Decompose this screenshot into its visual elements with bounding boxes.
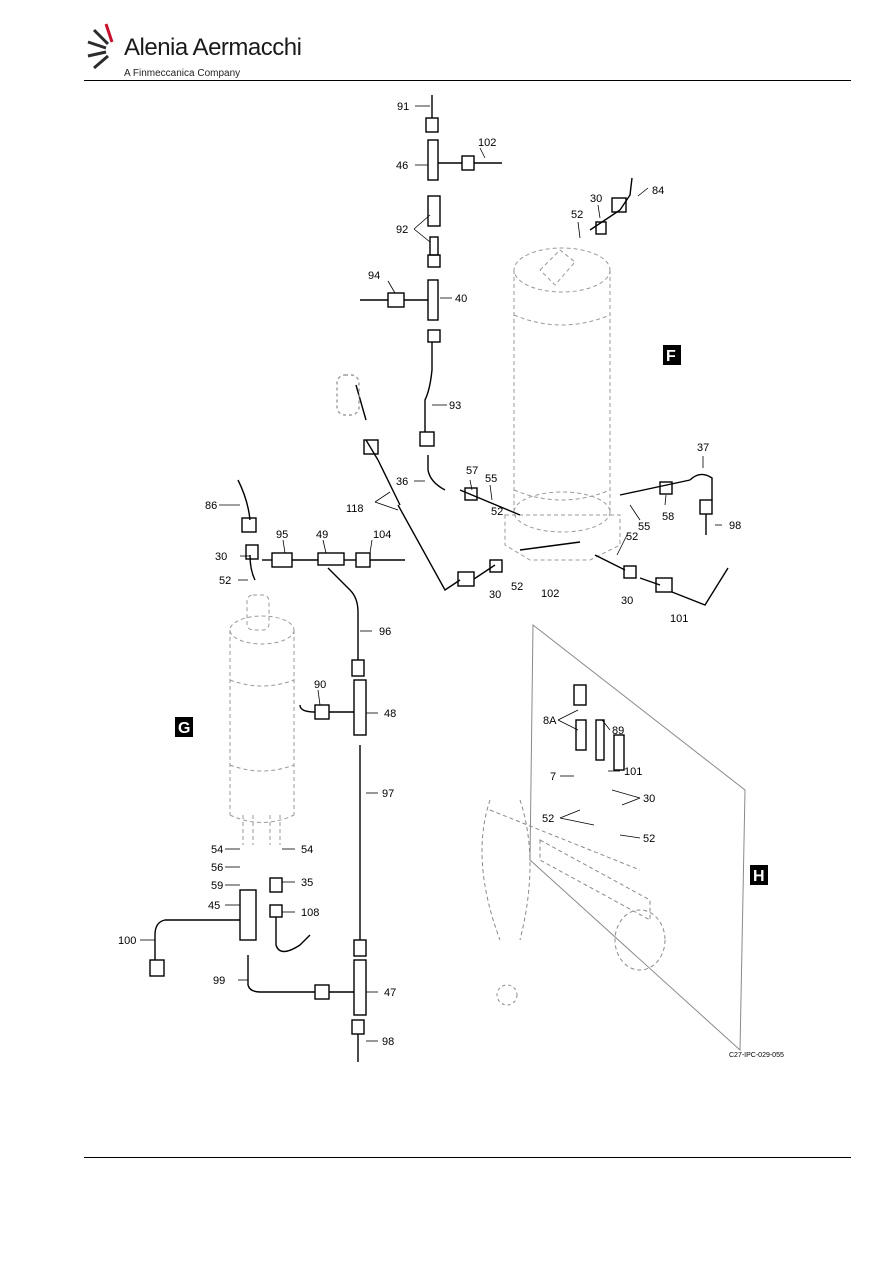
callout-55: 55 <box>485 473 497 485</box>
callout-40: 40 <box>455 293 467 305</box>
leader-lines <box>140 105 722 1042</box>
callout-52: 52 <box>511 581 523 593</box>
tubing-lines <box>149 95 729 1062</box>
callout-104: 104 <box>373 529 391 541</box>
figure-code: C27-IPC-029-055 <box>729 1052 784 1059</box>
footer-rule <box>84 1157 851 1158</box>
callout-93: 93 <box>449 400 461 412</box>
callout-30: 30 <box>643 793 655 805</box>
callout-101: 101 <box>670 613 688 625</box>
callout-52: 52 <box>643 833 655 845</box>
view-labels: F G H <box>175 345 768 885</box>
callout-58: 58 <box>662 511 674 523</box>
callout-97: 97 <box>382 788 394 800</box>
callout-35: 35 <box>301 877 313 889</box>
view-g-badge <box>175 717 193 737</box>
callout-30: 30 <box>590 193 602 205</box>
company-name: Alenia Aermacchi <box>124 34 302 61</box>
callout-96: 96 <box>379 626 391 638</box>
view-f-letter: F <box>666 348 676 365</box>
view-f-tank <box>504 247 621 561</box>
company-logo-icon <box>87 23 114 70</box>
callout-57: 57 <box>466 465 478 477</box>
callout-90: 90 <box>314 679 326 691</box>
view-g-tank <box>229 594 295 845</box>
callout-56: 56 <box>211 862 223 874</box>
callout-118: 118 <box>346 503 364 515</box>
callout-36: 36 <box>396 476 408 488</box>
company-tagline: A Finmeccanica Company <box>124 68 241 79</box>
callout-101: 101 <box>624 766 642 778</box>
view-f-badge <box>663 345 681 365</box>
callout-30: 30 <box>215 551 227 563</box>
callout-102: 102 <box>478 137 496 149</box>
callout-labels: 91 102 46 92 94 40 93 36 118 57 55 52 84… <box>118 101 741 1048</box>
page-header: Alenia Aermacchi A Finmeccanica Company <box>84 18 854 82</box>
callout-45: 45 <box>208 900 220 912</box>
callout-52: 52 <box>542 813 554 825</box>
callout-48: 48 <box>384 708 396 720</box>
view-h-badge <box>750 865 768 885</box>
callout-47: 47 <box>384 987 396 999</box>
view-g-letter: G <box>178 720 190 737</box>
callout-84: 84 <box>652 185 664 197</box>
callout-54: 54 <box>301 844 313 856</box>
callout-7: 7 <box>550 771 556 783</box>
callout-37: 37 <box>697 442 709 454</box>
callout-99: 99 <box>213 975 225 987</box>
callout-52: 52 <box>571 209 583 221</box>
callout-59: 59 <box>211 880 223 892</box>
callout-46: 46 <box>396 160 408 172</box>
callout-108: 108 <box>301 907 319 919</box>
callout-30: 30 <box>621 595 633 607</box>
callout-52: 52 <box>491 506 503 518</box>
callout-49: 49 <box>316 529 328 541</box>
callout-55: 55 <box>638 521 650 533</box>
callout-52: 52 <box>219 575 231 587</box>
callout-8a: 8A <box>543 715 557 727</box>
callout-54: 54 <box>211 844 223 856</box>
view-h-letter: H <box>753 868 765 885</box>
view-h-structure <box>481 623 746 1052</box>
callout-86: 86 <box>205 500 217 512</box>
callout-89: 89 <box>612 725 624 737</box>
callout-95: 95 <box>276 529 288 541</box>
callout-98: 98 <box>729 520 741 532</box>
callout-100: 100 <box>118 935 136 947</box>
callout-98: 98 <box>382 1036 394 1048</box>
callout-52: 52 <box>626 531 638 543</box>
callout-94: 94 <box>368 270 380 282</box>
callout-92: 92 <box>396 224 408 236</box>
callout-91: 91 <box>397 101 409 113</box>
callout-30: 30 <box>489 589 501 601</box>
callout-102: 102 <box>541 588 559 600</box>
header-rule <box>84 80 851 81</box>
